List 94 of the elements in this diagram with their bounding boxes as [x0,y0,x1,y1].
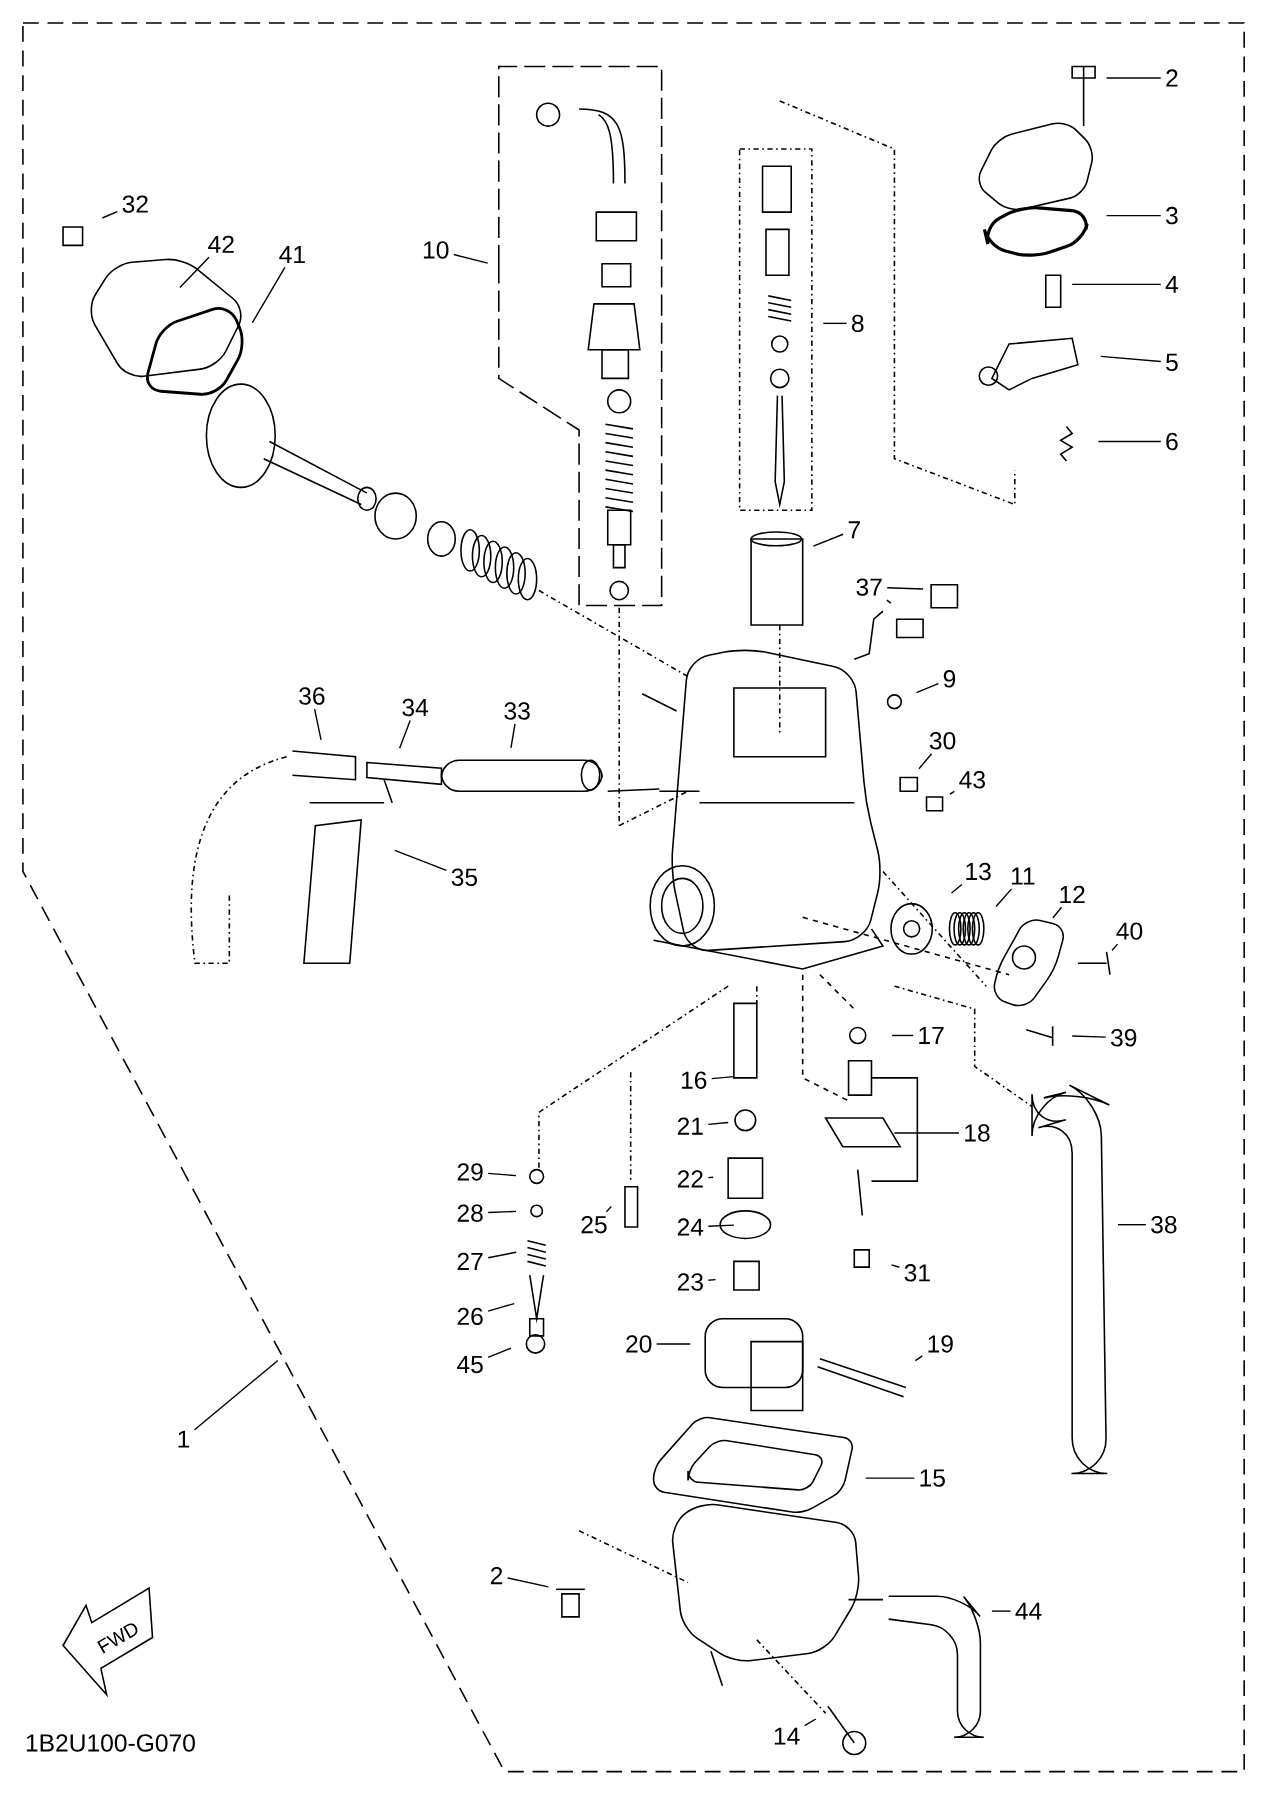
leader-line [918,753,933,770]
leader-line [949,790,955,795]
leader-line [487,1172,517,1177]
callout-number: 29 [457,1163,483,1181]
callout-number: 41 [279,246,305,264]
leader-line [991,1610,1012,1612]
callout-number: 16 [681,1071,707,1089]
leader-line [707,1224,735,1227]
callout-number: 42 [208,235,234,253]
callout-number: 19 [928,1335,953,1353]
leader-line [1105,77,1162,79]
callout-number: 26 [457,1307,483,1326]
leader-line [1099,355,1162,363]
leader-line [1097,440,1162,443]
leader-line [398,719,411,750]
callout-number: 27 [457,1252,483,1270]
leader-line [1052,906,1063,919]
callout-number: 34 [402,698,428,717]
leader-line [890,1264,900,1268]
leader-line [803,1718,817,1727]
callout-number: 22 [677,1170,703,1188]
callout-number: 40 [1116,922,1143,940]
leader-line [891,1034,914,1037]
callout-number: 32 [122,195,148,213]
leader-line [193,1359,279,1431]
callout-number: 14 [774,1727,800,1745]
leader-line [822,322,848,325]
leader-line [707,1121,729,1126]
leader-line [506,1577,549,1588]
leader-line [655,1343,691,1345]
callout-number: 6 [1166,432,1178,451]
callout-number: 25 [581,1215,607,1234]
callout-number: 10 [423,241,449,259]
leader-line [1117,1223,1147,1226]
callout-number: 4 [1165,275,1178,293]
callout-number: 3 [1165,206,1178,225]
callout-number: 9 [943,670,955,688]
leader-line [452,253,489,264]
callout-number: 31 [904,1264,930,1282]
leader-line [886,587,924,590]
callout-number: 2 [1166,69,1178,87]
callout-number: 33 [504,702,530,720]
leader-line [707,1176,714,1179]
leader-line [393,849,447,871]
callout-number: 2 [490,1566,502,1585]
drawing-code: 1B2U100-G070 [26,1734,195,1752]
leader-line [179,256,210,289]
leader-line [1105,214,1162,217]
leader-line [995,888,1013,908]
callout-number: 36 [299,687,325,705]
callout-number: 45 [456,1356,483,1374]
leader-line [487,1347,512,1359]
callout-number: 20 [626,1335,652,1353]
callout-number: 35 [451,868,477,886]
leader-line [1071,1035,1107,1038]
leader-line [605,1205,612,1213]
callout-number: 17 [919,1027,944,1044]
callout-number: 30 [929,732,956,750]
leader-line [893,1132,960,1134]
callout-number: 24 [677,1218,704,1236]
callout-number: 21 [677,1117,703,1135]
callout-number: 37 [856,578,882,596]
callout-number: 39 [1110,1029,1137,1047]
leader-line [915,682,939,694]
leader-line [101,210,118,219]
leader-line [812,533,844,547]
callout-number: 12 [1060,885,1085,903]
leader-line [487,1302,515,1312]
callout-number: 1 [178,1430,189,1448]
leader-line [487,1251,517,1259]
callout-number: 13 [966,862,991,881]
callout-number: 7 [848,521,860,539]
leader-line [950,883,963,894]
callout-number: 28 [457,1204,483,1222]
leader-line [510,723,516,749]
leader-line [487,1210,517,1214]
callout-number: 11 [1011,867,1035,885]
leader-line [1071,283,1162,286]
leader-line [914,1355,923,1362]
callout-number: 8 [851,314,864,333]
leader-line [864,1477,915,1479]
leader-line [707,1278,717,1281]
leader-line [1111,943,1119,951]
leader-line [313,708,322,741]
callout-number: 18 [965,1124,990,1142]
leader-line [710,1075,735,1080]
callout-number: 44 [1015,1602,1042,1620]
callout-number: 5 [1165,353,1178,371]
callout-number: 23 [677,1273,703,1291]
leader-line [251,266,286,324]
callout-number: 15 [920,1469,945,1487]
leader-line [885,599,892,604]
callout-number: 38 [1150,1215,1177,1234]
callout-number: 43 [959,771,985,789]
